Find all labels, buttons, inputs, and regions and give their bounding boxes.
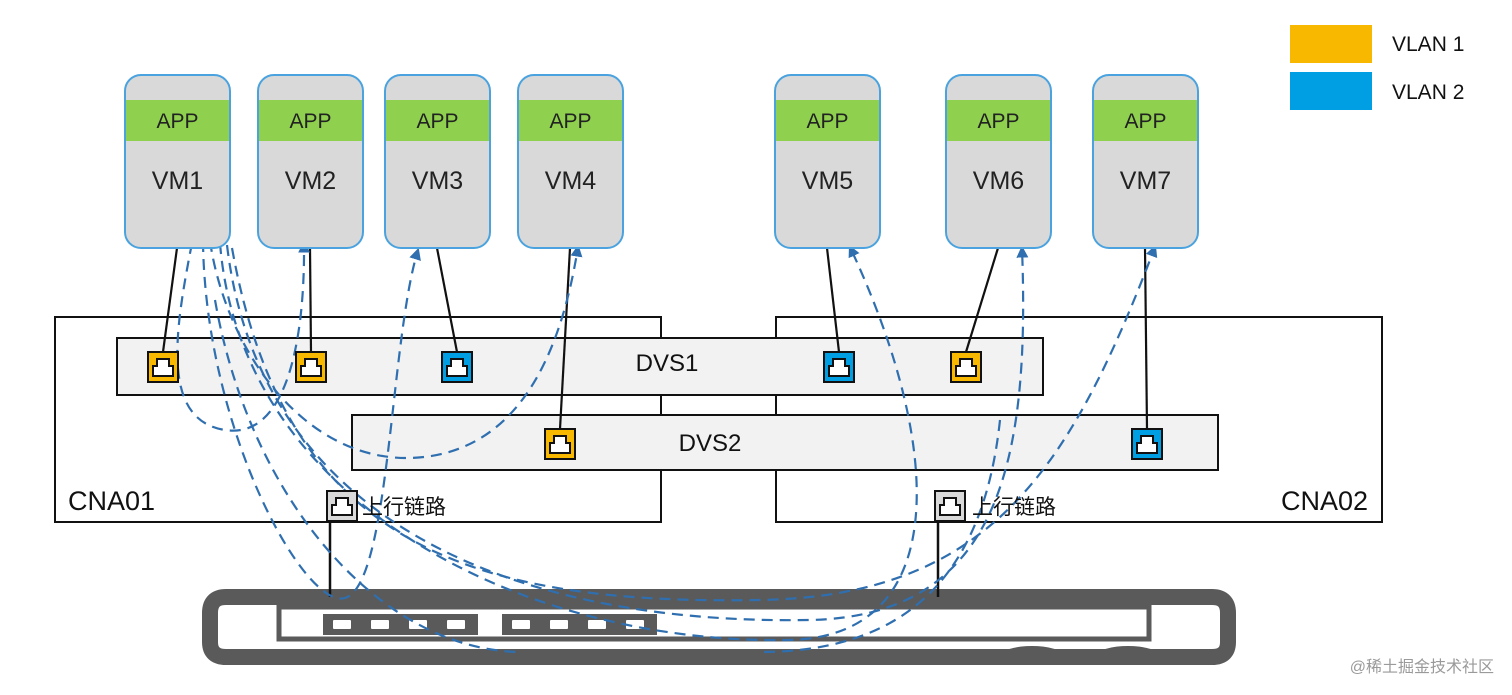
link-vm5	[825, 247, 841, 353]
switch-slot	[550, 620, 568, 629]
legend-swatch-vlan1	[1290, 25, 1372, 63]
switch-foot-left	[1002, 646, 1062, 664]
link-vm7	[1143, 247, 1149, 430]
vm-card-vm4: APP VM4	[517, 74, 624, 249]
port-icons	[147, 351, 1163, 522]
switch-foot-right	[1098, 646, 1158, 664]
vm-card-vm5: APP VM5	[774, 74, 881, 249]
vm-port-links	[161, 247, 1149, 430]
link-vm2	[308, 247, 313, 353]
vm-card-vm6: APP VM6	[945, 74, 1052, 249]
uplink-port-cna02-icon	[934, 490, 966, 522]
physical-switch	[202, 589, 1236, 665]
vm6-app-label: APP	[977, 110, 1019, 133]
host-label-cna01: CNA01	[68, 486, 155, 516]
port-vm7-icon	[1131, 428, 1163, 460]
vm2-app-label: APP	[289, 110, 331, 133]
path-extra-left	[213, 299, 521, 654]
vm2-label: VM2	[285, 167, 336, 195]
legend-label-vlan1: VLAN 1	[1392, 33, 1464, 56]
switch-slot	[588, 620, 606, 629]
switch-slots	[333, 620, 644, 629]
vm1-app-label: APP	[156, 110, 198, 133]
vm-card-vm1: APP VM1	[124, 74, 231, 249]
link-vm3	[435, 247, 459, 353]
path-vm1-vm4	[208, 240, 583, 460]
vm-card-vm3: APP VM3	[384, 74, 491, 249]
dvs1-label: DVS1	[636, 350, 699, 377]
switch-slot	[371, 620, 389, 629]
port-vm3-icon	[441, 351, 473, 383]
uplink-label-cna02: 上行链路	[972, 496, 1056, 519]
switch-port-group-left	[323, 614, 478, 635]
dvs1-bar	[116, 337, 1044, 396]
link-vm4	[558, 247, 572, 430]
vm7-app-label: APP	[1124, 110, 1166, 133]
vm4-label: VM4	[545, 167, 597, 195]
switch-slot	[447, 620, 465, 629]
path-vm1-vm6	[225, 244, 1029, 622]
path-vm1-vm7	[230, 244, 1158, 602]
switch-port-group-right	[502, 614, 657, 635]
vm-card-vm7: APP VM7	[1092, 74, 1199, 249]
legend-label-vlan2: VLAN 2	[1392, 81, 1464, 104]
dvs2-label: DVS2	[679, 430, 742, 457]
vm6-label: VM6	[973, 167, 1024, 195]
switch-slot	[333, 620, 351, 629]
link-vm6	[964, 247, 1000, 353]
uplink-label-cna01: 上行链路	[362, 496, 446, 519]
vm5-app-label: APP	[806, 110, 848, 133]
vm-card-vm2: APP VM2	[257, 74, 364, 249]
port-vm1-icon	[147, 351, 179, 383]
dvs2-bar	[351, 414, 1219, 471]
vm1-label: VM1	[152, 167, 203, 195]
vm5-label: VM5	[802, 167, 853, 195]
traffic-paths	[176, 240, 1158, 654]
link-vm1	[161, 247, 179, 353]
path-vm1-vm3	[201, 240, 421, 600]
host-label-cna02: CNA02	[1281, 486, 1368, 516]
vm4-app-label: APP	[549, 110, 591, 133]
port-vm5-icon	[823, 351, 855, 383]
path-extra-right	[759, 419, 1002, 654]
uplink-port-cna01-icon	[326, 490, 358, 522]
path-vm1-vm5	[218, 242, 918, 642]
vm3-app-label: APP	[416, 110, 458, 133]
legend-swatch-vlan2	[1290, 72, 1372, 110]
vm3-label: VM3	[412, 167, 463, 195]
port-vm2-icon	[295, 351, 327, 383]
switch-slot	[512, 620, 530, 629]
port-vm6-icon	[950, 351, 982, 383]
watermark: @稀土掘金技术社区	[1350, 658, 1494, 676]
vm7-label: VM7	[1120, 167, 1171, 195]
port-vm4-icon	[544, 428, 576, 460]
